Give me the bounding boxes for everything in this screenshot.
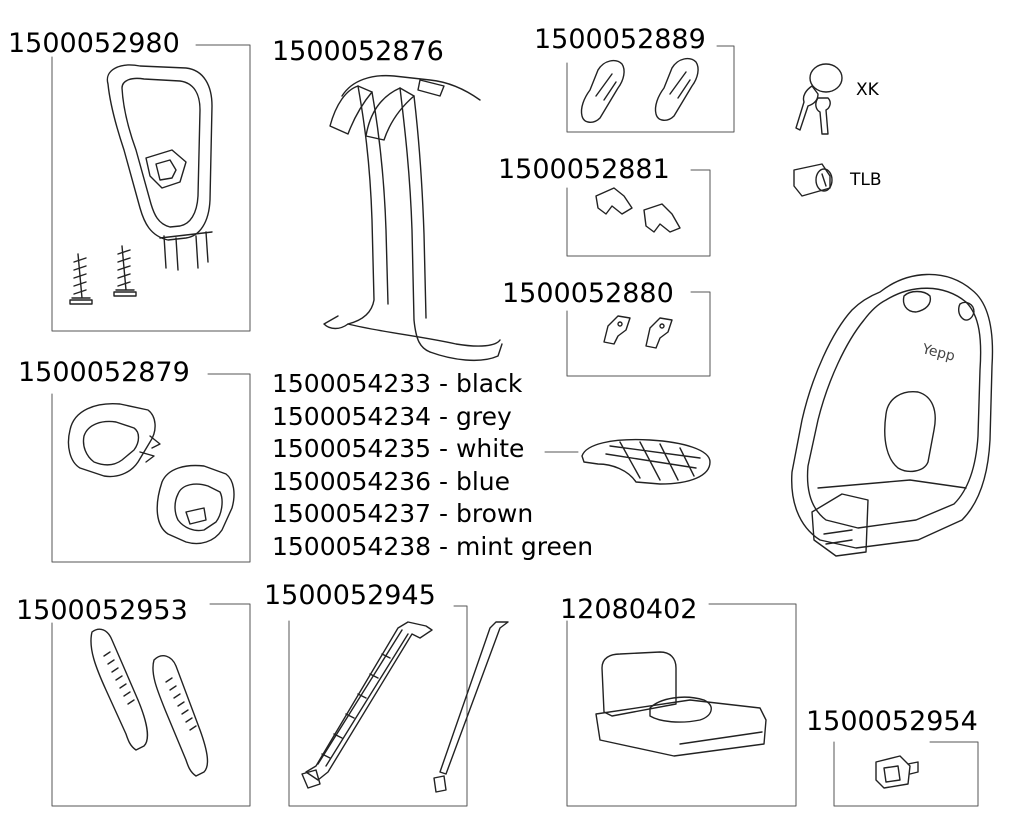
callout-lines — [52, 45, 978, 806]
headrest-drawing — [70, 65, 212, 304]
cushion-variant: 1500054233 - black — [272, 369, 523, 398]
footrests-drawing — [68, 404, 234, 544]
cushion-variant: 1500054238 - mint green — [272, 531, 594, 561]
part-number-bracket: 12080402 — [560, 594, 698, 625]
part-number-harness: 1500052876 — [272, 36, 444, 67]
seat-drawing — [792, 274, 993, 556]
lock-label-cylinder: TLB — [850, 170, 882, 190]
part-number-footrests: 1500052879 — [18, 357, 190, 388]
harness-drawing — [324, 76, 502, 361]
part-number-clips-a: 1500052881 — [498, 154, 670, 185]
cushion-variant: 1500054235 - white — [272, 434, 525, 463]
rails-drawing — [302, 622, 508, 792]
cushion-variant: 1500054236 - blue — [272, 466, 511, 496]
clips-a-drawing — [596, 188, 680, 232]
bracket-drawing — [596, 652, 766, 756]
shoulder-pads-drawing — [581, 59, 698, 123]
part-number-rails: 1500052945 — [264, 580, 436, 611]
cushion-variant: 1500054234 - grey — [272, 401, 512, 431]
part-number-shoulder-pads: 1500052889 — [534, 24, 706, 55]
lock-cylinder-drawing — [794, 164, 832, 196]
part-number-adapter: 1500052954 — [806, 706, 978, 737]
cushion-drawing — [582, 440, 710, 484]
clips-b-drawing — [604, 316, 672, 348]
part-number-foot-straps: 1500052953 — [16, 595, 188, 626]
part-number-clips-b: 1500052880 — [502, 278, 674, 309]
foot-straps-drawing — [91, 629, 208, 776]
cushion-variant-list: 1500054233 - black 1500054234 - grey 150… — [272, 368, 593, 563]
lock-label-key: XK — [856, 80, 879, 100]
cushion-variant: 1500054237 - brown — [272, 499, 534, 528]
adapter-drawing — [876, 756, 918, 788]
keys-drawing — [796, 64, 842, 134]
part-number-headrest: 1500052980 — [8, 28, 180, 59]
